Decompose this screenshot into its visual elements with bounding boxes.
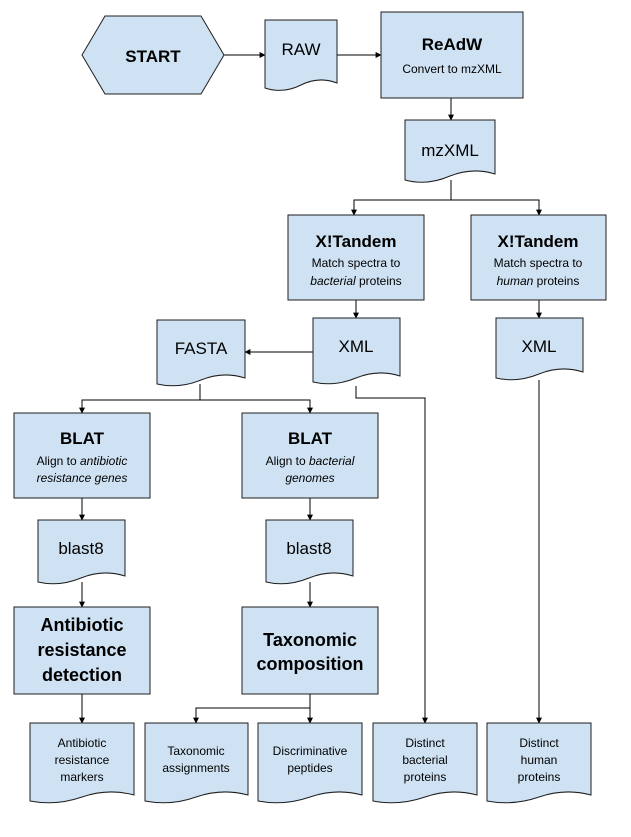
blat-genomes-line1: Align to bacterial (266, 454, 355, 468)
edge-composition-assignments (193, 694, 311, 724)
xtandem-bacterial-node: X!Tandem Match spectra to bacterial prot… (287, 214, 425, 301)
mzxml-node: mzXML (404, 119, 496, 183)
xtandem-human-line1: Match spectra to (494, 256, 583, 270)
out-markers-line3: markers (60, 770, 103, 784)
out-bacterial-line1: Distinct (405, 736, 445, 750)
out-peptides-line1: Discriminative (273, 744, 348, 758)
blat-genomes-line1-plain: Align to (266, 454, 309, 468)
blat-resistance-node: BLAT Align to antibiotic resistance gene… (13, 412, 151, 499)
blat-resistance-line1-italic: antibiotic (80, 454, 127, 468)
out-assignments-node: Taxonomic assignments (144, 722, 249, 804)
xml-human-label: XML (522, 337, 557, 356)
edge-mzxml-split (351, 180, 452, 216)
out-bacterial-proteins-node: Distinct bacterial proteins (372, 722, 478, 804)
out-markers-node: Antibiotic resistance markers (29, 722, 135, 804)
xtandem-human-rest: proteins (533, 274, 579, 288)
edge-mzxml-human (451, 199, 542, 216)
xtandem-human-title: X!Tandem (498, 232, 579, 251)
blast8-resistance-label: blast8 (58, 539, 103, 558)
blat-genomes-line2: genomes (285, 471, 334, 485)
readw-title: ReAdW (422, 35, 483, 54)
xtandem-human-italic: human (497, 274, 534, 288)
readw-node: ReAdW Convert to mzXML (380, 11, 524, 99)
start-node: START (81, 15, 225, 95)
blat-resistance-line2: resistance genes (37, 471, 128, 485)
xtandem-bacterial-line1: Match spectra to (312, 256, 401, 270)
readw-subtitle: Convert to mzXML (402, 62, 502, 76)
raw-node: RAW (264, 19, 338, 91)
xtandem-human-line2: human proteins (497, 274, 580, 288)
out-human-line3: proteins (518, 770, 561, 784)
taxonomic-composition-node: Taxonomic composition (241, 606, 379, 695)
out-markers-line1: Antibiotic (58, 736, 107, 750)
xml-bacterial-label: XML (339, 337, 374, 356)
out-human-line2: human (521, 753, 558, 767)
blat-genomes-title: BLAT (288, 429, 333, 448)
blat-resistance-line1-plain: Align to (37, 454, 80, 468)
start-label: START (125, 47, 181, 66)
out-human-proteins-node: Distinct human proteins (486, 722, 592, 804)
xtandem-bacterial-rest: proteins (356, 274, 402, 288)
out-assignments-line2: assignments (162, 761, 229, 775)
blat-resistance-line1: Align to antibiotic (37, 454, 128, 468)
fasta-node: FASTA (156, 319, 246, 387)
out-bacterial-line3: proteins (404, 770, 447, 784)
xtandem-bacterial-line2: bacterial proteins (310, 274, 401, 288)
edge-xml-distinct-bacterial (355, 386, 428, 724)
blat-genomes-node: BLAT Align to bacterial genomes (241, 412, 379, 499)
taxonomic-composition-line2: composition (257, 654, 364, 674)
out-assignments-line1: Taxonomic (167, 744, 224, 758)
out-markers-line2: resistance (55, 753, 110, 767)
blast8-genomes-label: blast8 (286, 539, 331, 558)
blast8-genomes-node: blast8 (265, 519, 354, 585)
xtandem-bacterial-italic: bacterial (310, 274, 356, 288)
edge-fasta-blat-resistance (79, 384, 201, 414)
blast8-resistance-node: blast8 (37, 519, 126, 585)
raw-label: RAW (281, 40, 320, 59)
out-human-line1: Distinct (519, 736, 559, 750)
mzxml-label: mzXML (421, 141, 479, 160)
out-peptides-line2: peptides (287, 761, 332, 775)
antibiotic-detection-line1: Antibiotic (41, 615, 124, 635)
antibiotic-detection-line3: detection (42, 665, 122, 685)
xml-human-node: XML (495, 317, 584, 381)
xtandem-bacterial-title: X!Tandem (316, 232, 397, 251)
out-bacterial-line2: bacterial (402, 753, 447, 767)
blat-genomes-line1-italic: bacterial (309, 454, 355, 468)
edge-fasta-blat-genomes (200, 399, 313, 414)
antibiotic-detection-line2: resistance (37, 640, 126, 660)
fasta-label: FASTA (175, 339, 228, 358)
xtandem-human-node: X!Tandem Match spectra to human proteins (470, 214, 607, 301)
blat-resistance-title: BLAT (60, 429, 105, 448)
edges (79, 52, 542, 724)
taxonomic-composition-line1: Taxonomic (263, 630, 357, 650)
out-peptides-node: Discriminative peptides (257, 722, 363, 804)
antibiotic-detection-node: Antibiotic resistance detection (13, 606, 151, 695)
xml-bacterial-node: XML (312, 317, 401, 385)
